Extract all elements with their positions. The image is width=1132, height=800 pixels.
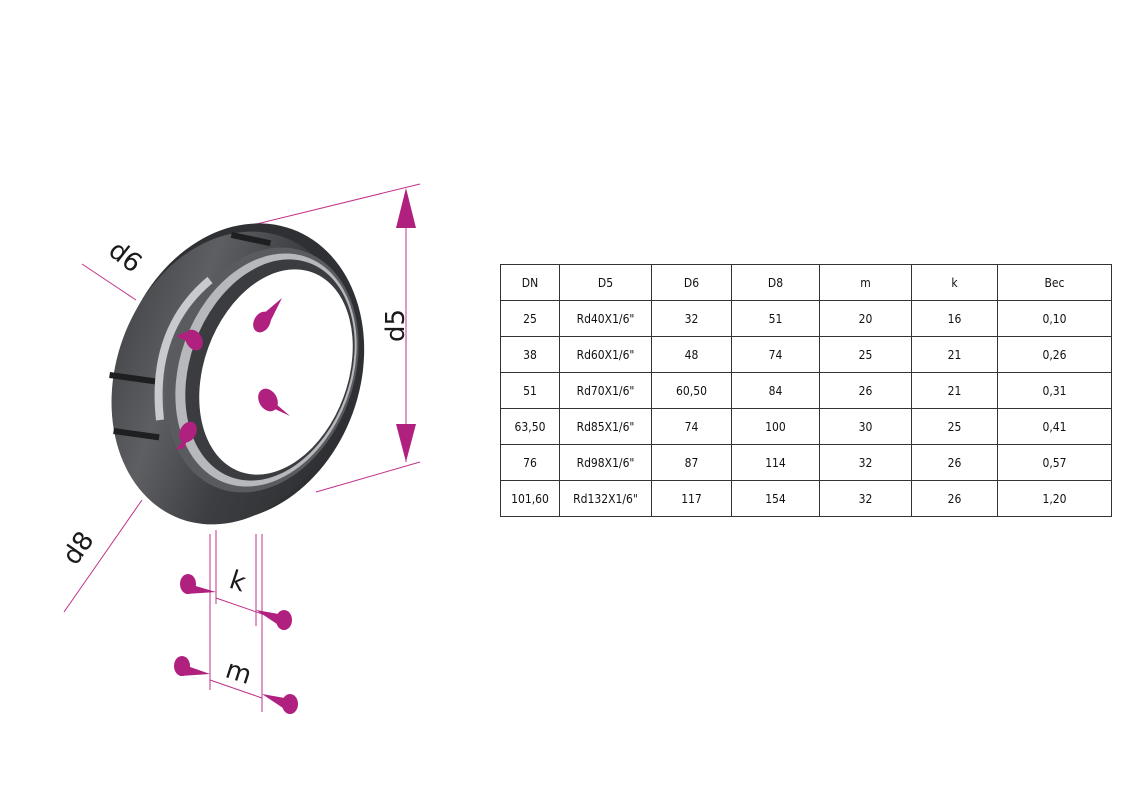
cell: 21 — [911, 336, 998, 373]
header-d6: D6 — [651, 264, 732, 301]
cell: 51 — [500, 372, 560, 409]
label-d8: d8 — [57, 526, 101, 570]
cell: Rd70X1/6" — [559, 372, 652, 409]
cell: Rd132X1/6" — [559, 480, 652, 517]
cell: 74 — [651, 408, 732, 445]
header-weight: Вес — [997, 264, 1112, 301]
table-row: 25 Rd40X1/6" 32 51 20 16 0,10 — [500, 300, 1112, 337]
cell: 32 — [819, 444, 912, 481]
cell: 114 — [731, 444, 820, 481]
table-header-row: DN D5 D6 D8 m k Вес — [500, 264, 1112, 301]
table-row: 101,60 Rd132X1/6" 117 154 32 26 1,20 — [500, 480, 1112, 517]
cell: Rd40X1/6" — [559, 300, 652, 337]
cell: 48 — [651, 336, 732, 373]
cell: 25 — [500, 300, 560, 337]
label-k: k — [226, 565, 250, 598]
cell: 30 — [819, 408, 912, 445]
cell: 84 — [731, 372, 820, 409]
d5-arrow-top — [396, 188, 416, 228]
header-k: k — [911, 264, 998, 301]
label-d6: d6 — [103, 235, 148, 279]
cell: 26 — [819, 372, 912, 409]
cell: 26 — [911, 480, 998, 517]
cell: 0,41 — [997, 408, 1112, 445]
header-dn: DN — [500, 264, 560, 301]
cell: 154 — [731, 480, 820, 517]
cell: 25 — [911, 408, 998, 445]
cell: 16 — [911, 300, 998, 337]
d5-arrow-bottom — [396, 424, 416, 462]
cell: 21 — [911, 372, 998, 409]
cell: 1,20 — [997, 480, 1112, 517]
header-m: m — [819, 264, 912, 301]
cell: 76 — [500, 444, 560, 481]
cell: 0,26 — [997, 336, 1112, 373]
cell: Rd98X1/6" — [559, 444, 652, 481]
cell: 87 — [651, 444, 732, 481]
cell: 101,60 — [500, 480, 560, 517]
cell: 26 — [911, 444, 998, 481]
cell: 0,10 — [997, 300, 1112, 337]
header-d5: D5 — [559, 264, 652, 301]
ring-nut-body — [109, 223, 365, 525]
cell: 20 — [819, 300, 912, 337]
cell: 0,31 — [997, 372, 1112, 409]
cell: 51 — [731, 300, 820, 337]
cell: 117 — [651, 480, 732, 517]
table-row: 38 Rd60X1/6" 48 74 25 21 0,26 — [500, 336, 1112, 373]
dimension-arrows — [174, 188, 416, 714]
cell: 0,57 — [997, 444, 1112, 481]
spec-table: DN D5 D6 D8 m k Вес 25 Rd40X1/6" 32 51 2… — [500, 264, 1112, 517]
cell: Rd60X1/6" — [559, 336, 652, 373]
cell: 38 — [500, 336, 560, 373]
header-d8: D8 — [731, 264, 820, 301]
cell: 63,50 — [500, 408, 560, 445]
cell: 100 — [731, 408, 820, 445]
table-row: 76 Rd98X1/6" 87 114 32 26 0,57 — [500, 444, 1112, 481]
cell: 74 — [731, 336, 820, 373]
cell: 32 — [819, 480, 912, 517]
table-row: 51 Rd70X1/6" 60,50 84 26 21 0,31 — [500, 372, 1112, 409]
cell: 25 — [819, 336, 912, 373]
cell: 32 — [651, 300, 732, 337]
cell: Rd85X1/6" — [559, 408, 652, 445]
label-d5: d5 — [381, 309, 411, 342]
cell: 60,50 — [651, 372, 732, 409]
table-row: 63,50 Rd85X1/6" 74 100 30 25 0,41 — [500, 408, 1112, 445]
